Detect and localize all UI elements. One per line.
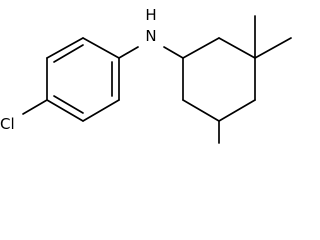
chemical-structure: Cl H N [0, 6, 292, 144]
c-cl-bond [22, 99, 48, 115]
ring-bond [46, 99, 84, 122]
ring-bond [46, 37, 84, 59]
ring-bond [218, 99, 256, 122]
chlorine-label: Cl [0, 115, 15, 133]
ring-bond [218, 37, 256, 59]
chlorophenyl-ring [46, 37, 120, 122]
n-c-bond [163, 46, 184, 59]
amine-n-label: N [145, 27, 156, 45]
ring-bond [82, 37, 120, 59]
ring-double-bond [53, 44, 84, 63]
amine-h-label: H [145, 6, 156, 24]
c-n-bond [118, 46, 139, 59]
cyclohexane-ring [182, 37, 256, 122]
ring-bond [182, 99, 220, 122]
ring-bond [82, 99, 120, 122]
ring-bond [182, 37, 220, 59]
ring-double-bond [53, 95, 84, 114]
methyl-bond [254, 37, 292, 59]
